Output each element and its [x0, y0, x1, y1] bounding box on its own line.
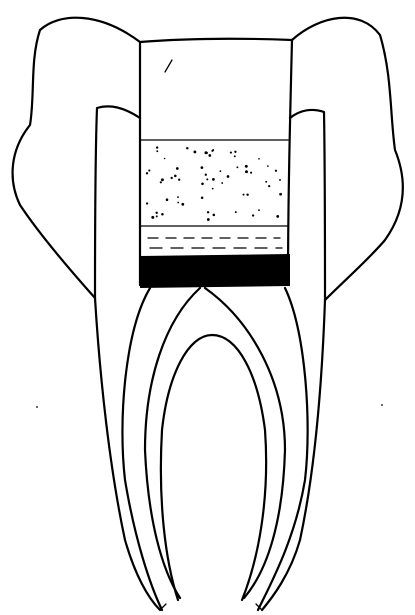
- canal-left-outer: [122, 288, 162, 610]
- stipple-dot: [177, 196, 179, 198]
- dashed-base: [148, 238, 282, 248]
- stipple-dot: [212, 188, 214, 190]
- stipple-dot: [245, 170, 248, 173]
- stipple-dot: [156, 215, 158, 217]
- stipple-dot: [171, 177, 173, 179]
- stipple-dot: [174, 175, 177, 178]
- stipple-dot: [146, 172, 148, 174]
- canal-left-inner: [145, 288, 200, 598]
- stipple-dot: [206, 178, 208, 180]
- stipple-dot: [268, 185, 270, 187]
- stipple-dot: [164, 158, 166, 160]
- stipple-dot: [276, 215, 279, 218]
- root-outer-left: [95, 298, 160, 610]
- stipple-dot: [207, 211, 209, 213]
- stipple-dot: [250, 172, 252, 174]
- stipple-dot: [265, 181, 267, 183]
- stipple-dot: [236, 166, 238, 168]
- stipple-dot: [246, 194, 248, 196]
- dotted-filling: [140, 140, 288, 226]
- dentin-line-left: [95, 106, 140, 298]
- stipple-dot: [156, 146, 158, 148]
- stipple-dot: [160, 181, 162, 183]
- stipple-dot: [205, 174, 207, 176]
- solid-barrier: [140, 254, 290, 288]
- stipple-dot: [211, 150, 213, 152]
- stipple-dot: [213, 214, 216, 217]
- stipple-dot: [258, 158, 260, 160]
- stipple-dot: [221, 182, 223, 184]
- stipple-dot: [148, 170, 150, 172]
- stipple-dot: [245, 165, 248, 168]
- root-outer-right: [262, 300, 325, 610]
- stipple-dot: [252, 214, 254, 216]
- stipple-dot: [227, 175, 230, 178]
- stipple-dot: [234, 151, 236, 153]
- stipple-dot: [177, 202, 179, 204]
- stipple-dot: [151, 216, 154, 219]
- stipple-dot: [186, 147, 188, 149]
- stipple-dot: [235, 211, 237, 213]
- stipple-dot: [267, 165, 269, 167]
- stipple-dot: [166, 198, 169, 201]
- stipple-dot: [178, 179, 180, 181]
- stipple-dot: [234, 155, 236, 157]
- stipple-dot: [279, 179, 281, 181]
- stipple-dot: [275, 170, 277, 172]
- stipple-dot: [243, 194, 245, 196]
- stipple-dot: [205, 151, 208, 154]
- stipple-dot: [176, 167, 179, 170]
- stipple-dot: [161, 213, 164, 216]
- dentin-line-right: [290, 110, 325, 300]
- stipple-dot: [201, 183, 204, 186]
- stipple-dot: [181, 203, 184, 206]
- stipple-dot: [161, 178, 164, 181]
- stipple-dot: [212, 178, 215, 181]
- stipple-dot: [201, 166, 204, 169]
- stipple-dot: [156, 150, 158, 152]
- stipple-dot: [155, 212, 157, 214]
- speck: [36, 406, 38, 408]
- stipple-dot: [279, 193, 282, 196]
- inner-wall-right: [288, 40, 292, 285]
- stipple-dot: [146, 202, 148, 204]
- stipple-dot: [208, 154, 211, 157]
- stipple-dot: [230, 152, 232, 154]
- stipple-dot: [258, 209, 260, 211]
- speck: [381, 404, 383, 406]
- stipple-dot: [219, 170, 221, 172]
- furcation-outline: [161, 335, 266, 600]
- stipple-dot: [201, 197, 204, 200]
- access-mark: [165, 60, 172, 72]
- stipple-dot: [207, 218, 210, 221]
- stipple-dot: [193, 150, 196, 153]
